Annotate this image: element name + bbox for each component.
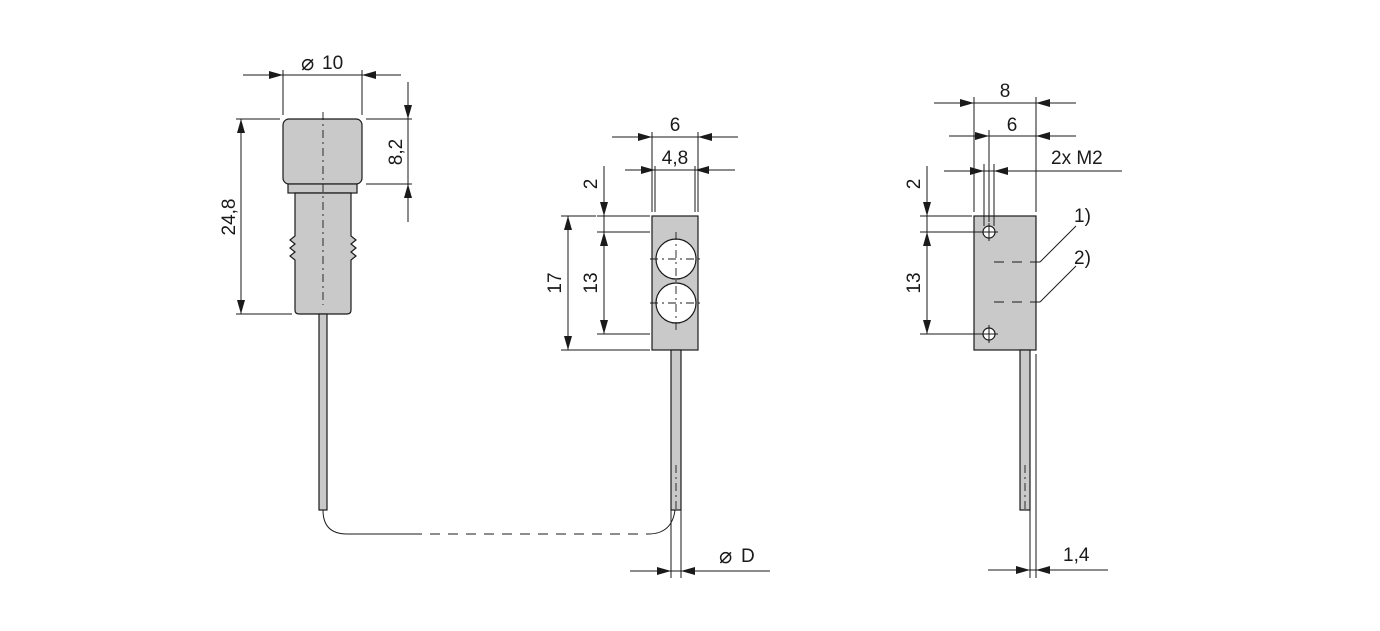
- dim-side-top-offset: 2: [904, 179, 925, 190]
- connector-neck: [287, 183, 358, 194]
- dim-thread: 2x M2: [1051, 148, 1103, 169]
- diameter-symbol: ⌀: [719, 544, 732, 569]
- connector-body: [289, 192, 357, 315]
- dim-side-width-outer: 8: [1000, 81, 1011, 102]
- diameter-symbol: ⌀: [301, 51, 314, 76]
- dim-front-top-offset: 2: [581, 179, 602, 190]
- sensor-front-view: 6 4,8 2 13 17 ⌀ D: [545, 115, 770, 578]
- connector-view: ⌀ 10 8,2 24,8: [219, 51, 676, 535]
- cable-run-line: [322, 509, 412, 535]
- dim-side-width-inner: 6: [1007, 115, 1018, 136]
- sensor-front-body: [651, 215, 699, 351]
- dim-cable-offset: 1,4: [1063, 545, 1090, 566]
- callout-1: 1): [1074, 206, 1091, 227]
- dim-front-height-total: 17: [545, 272, 566, 293]
- dim-cable-diameter: D: [741, 546, 755, 567]
- dim-cap-height: 8,2: [386, 139, 407, 165]
- dim-diameter-value: 10: [322, 53, 343, 74]
- sensor-side-body: [973, 215, 1037, 351]
- callout-2: 2): [1074, 248, 1091, 269]
- sensor-side-view: 8 6 2x M2 2 13 1) 2): [904, 81, 1122, 578]
- connector-cap: [282, 118, 363, 185]
- sensor-front-cable: [670, 349, 682, 511]
- connector-cable: [318, 313, 328, 511]
- dim-total-height: 24,8: [219, 199, 240, 236]
- sensor-side-cable: [1019, 349, 1031, 511]
- dim-front-width-outer: 6: [670, 115, 681, 136]
- dim-side-hole-spacing: 13: [904, 272, 925, 293]
- dim-front-lens-spacing: 13: [581, 272, 602, 293]
- dim-front-width-inner: 4,8: [662, 148, 688, 169]
